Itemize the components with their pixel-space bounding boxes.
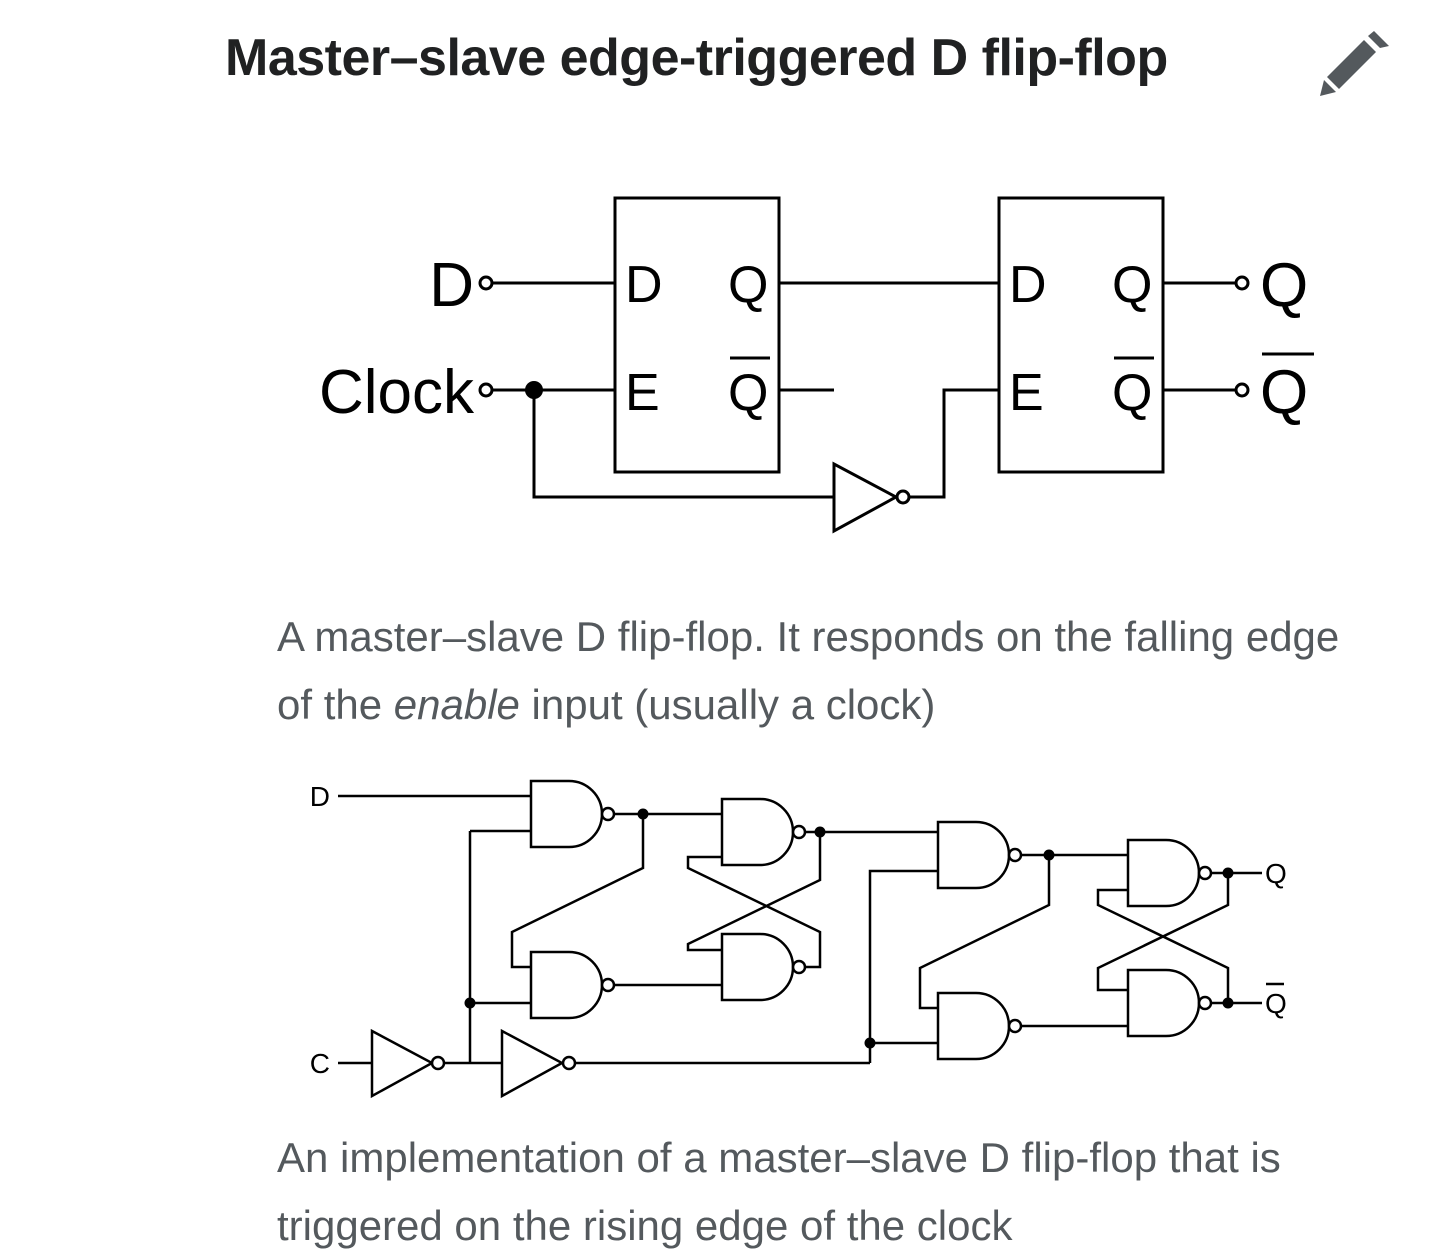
q-terminal [1234,275,1250,291]
nand-gate-8 [1126,968,1213,1038]
clock-input-label: Clock [319,358,475,427]
nand-gate-7 [1126,838,1213,908]
figure2-caption: An implementation of a master–slave D fl… [277,1134,1281,1249]
slave-qbar-label: Q [1112,364,1152,422]
master-q-label: Q [728,256,768,314]
inverter-bubble [895,489,911,505]
gate-c-input-label: C [310,1048,330,1079]
pencil-icon [1320,31,1389,96]
gate-q-output-label: Q [1265,858,1287,889]
clock-to-inverter-wire [532,390,834,499]
clock-inverter-1 [370,1028,435,1099]
q-output-label: Q [1260,251,1308,320]
slave-q-label: Q [1112,256,1152,314]
inverter-to-slave-wire [910,388,999,499]
clock-junction-dot [525,381,543,399]
master-d-label: D [625,256,663,314]
clock-inverter-1-bubble [430,1055,446,1071]
gate-qbar-output-label: Q [1265,988,1287,1019]
master-latch-box [613,196,781,474]
gate-d-input-label: D [310,781,330,812]
figure1-caption: A master–slave D flip-flop. It responds … [277,613,1340,728]
slave-latch-box [997,196,1165,474]
nand-gate-4 [720,932,807,1002]
d-input-label: D [429,251,474,320]
d-terminal [478,275,494,291]
slave-d-label: D [1009,256,1047,314]
clock-inverter-2-bubble [561,1055,577,1071]
nand-gate-6 [936,991,1023,1061]
nand-gate-1 [529,779,616,849]
master-qbar-label: Q [728,364,768,422]
clock-inverter-2 [500,1028,565,1099]
junction-dots [464,808,1234,1049]
clock-terminal [478,382,494,398]
nand-gate-5 [936,820,1023,890]
nand-gate-3 [720,797,807,867]
nand-gate-2 [529,950,616,1020]
page-title: Master–slave edge-triggered D flip-flop [225,29,1168,87]
qbar-output-label: Q [1260,358,1308,427]
wires [338,794,1262,1065]
inverter-gate [832,461,900,534]
edit-button[interactable] [1312,28,1392,108]
master-e-label: E [625,364,660,422]
qbar-terminal [1234,382,1250,398]
slave-e-label: E [1009,364,1044,422]
